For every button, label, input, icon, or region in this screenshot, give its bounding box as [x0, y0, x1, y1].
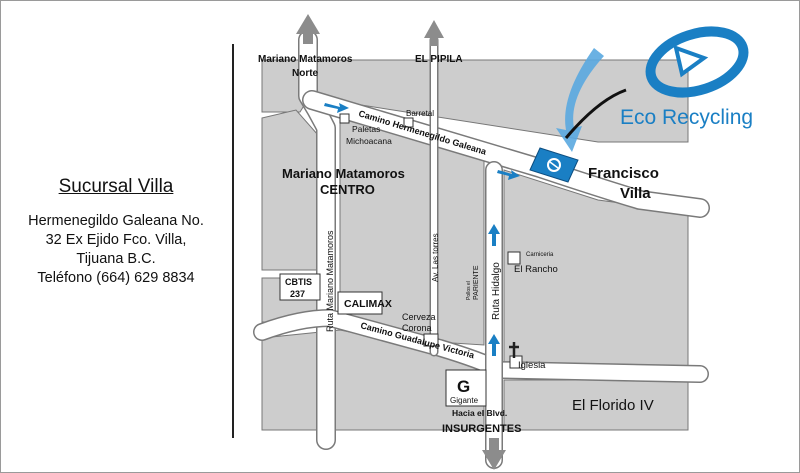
arrow-up-icon	[488, 334, 500, 356]
label-ruta-hidalgo: Ruta Hidalgo	[491, 262, 502, 320]
block-east	[503, 169, 689, 371]
eco-recycling-logo: Eco Recycling	[620, 26, 753, 129]
label-ruta-mariano: Ruta Mariano Matamoros	[325, 230, 335, 332]
arrow-right-icon	[324, 103, 349, 113]
branch-title: Sucursal Villa	[58, 176, 174, 197]
traffic-arrows	[324, 103, 520, 356]
label-gigante-letter: G	[457, 377, 470, 396]
label-mariano-norte: Mariano Matamoros	[258, 54, 353, 65]
edge-arrows	[296, 14, 506, 470]
logo-pointer	[556, 48, 627, 152]
church-cross-icon	[509, 342, 519, 358]
arrow-up-icon	[488, 224, 500, 246]
label-insurgentes: INSURGENTES	[442, 423, 521, 435]
label-centro-1: Mariano Matamoros	[282, 166, 405, 181]
label-pariente: PARIENTE	[473, 265, 480, 300]
arrow-right-icon	[497, 170, 520, 180]
branch-info: Sucursal Villa Hermenegildo Galeana No. …	[0, 176, 232, 288]
label-iglesia: Iglesia	[518, 360, 546, 371]
label-calimax: CALIMAX	[344, 298, 392, 310]
label-francisco: Francisco	[588, 165, 659, 182]
gigante-box	[445, 369, 487, 407]
label-cbtis: CBTIS	[285, 277, 312, 287]
cbtis-box	[279, 273, 321, 301]
label-gigante: Gigante	[450, 396, 479, 405]
label-av-las-torres: Av. Las torres	[431, 233, 440, 282]
block-center-left	[261, 109, 319, 271]
pointer-arrow-icon	[556, 48, 604, 152]
label-el-rancho: El Rancho	[514, 264, 558, 275]
recycle-logo-icon	[645, 26, 749, 98]
rancho-box	[507, 251, 521, 265]
divider	[232, 44, 234, 438]
label-carniceria: Carniceria	[526, 252, 554, 258]
iglesia-box	[509, 355, 523, 369]
label-cerveza: Cerveza	[402, 312, 436, 322]
block-northwest	[261, 59, 306, 113]
arrow-down-icon	[482, 438, 506, 470]
poi-boxes	[279, 113, 523, 407]
corona-box	[423, 333, 439, 347]
label-villa: Villa	[620, 185, 651, 202]
label-cbtis-number: 237	[290, 289, 305, 299]
label-el-pipila: EL PIPILA	[415, 54, 463, 65]
paletas-box	[339, 113, 350, 124]
label-el-florido: El Florido IV	[572, 397, 654, 414]
label-centro-2: CENTRO	[320, 182, 375, 197]
arrow-up-icon	[424, 20, 444, 46]
label-michoacana: Michoacana	[346, 136, 392, 146]
phone-line: Teléfono (664) 629 8834	[37, 270, 195, 286]
label-barretal: Barretal	[406, 109, 434, 118]
address-line: Tijuana B.C.	[76, 251, 156, 267]
label-paletas: Paletas	[352, 124, 380, 134]
label-hacia-blvd: Hacia el Blvd.	[452, 408, 507, 418]
address-line: Hermenegildo Galeana No.	[28, 213, 204, 229]
calimax-box	[337, 291, 383, 315]
label-corona: Corona	[402, 323, 432, 333]
arrow-up-icon	[296, 14, 320, 44]
barretal-box	[403, 117, 414, 128]
recycling-marker	[529, 147, 579, 183]
address-line: 32 Ex Ejido Fco. Villa,	[45, 232, 187, 248]
label-norte: Norte	[292, 68, 319, 79]
logo-text: Eco Recycling	[620, 106, 753, 129]
label-pollos: Pollos el	[466, 281, 472, 300]
